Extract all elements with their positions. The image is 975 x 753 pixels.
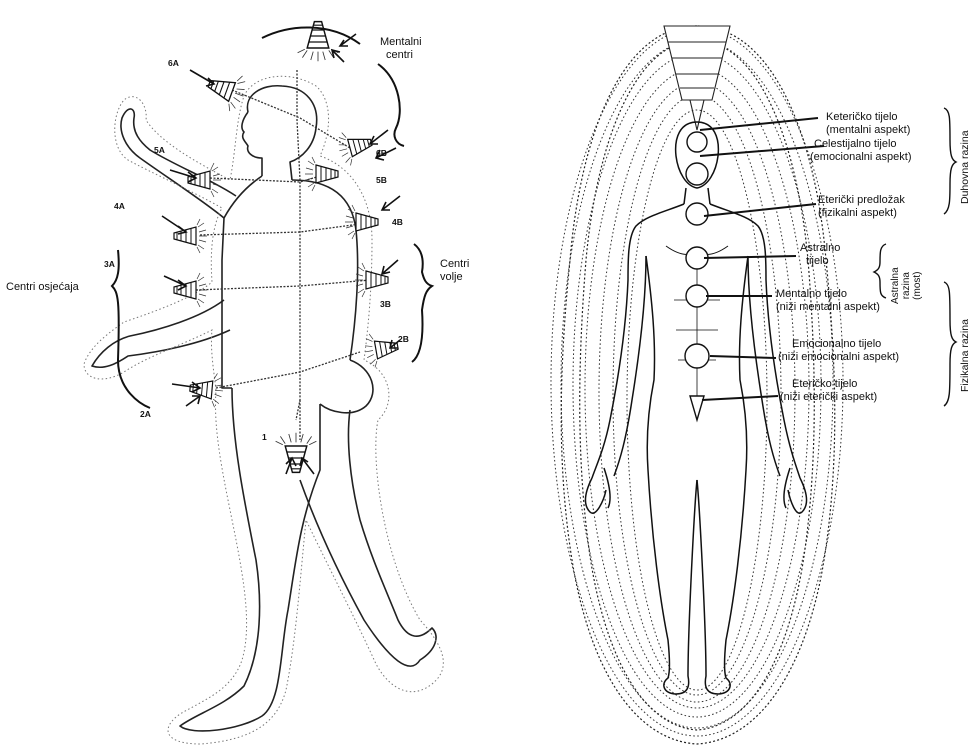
body-label-astral: Astralno tijelo — [800, 242, 840, 268]
chakra-code-6b: 6B — [376, 147, 387, 160]
body-label-mental: Mentalno tijelo (niži mentalni aspekt) — [776, 288, 880, 314]
body-label-emotional: Emocionalno tijelo (niži emocionalni asp… — [778, 338, 899, 364]
mental-centers-label: Mentalni centri — [380, 36, 422, 62]
chakra-code-2a: 2A — [140, 408, 151, 421]
chakra-code-4a: 4A — [114, 200, 125, 213]
chakra-code-5b: 5B — [376, 174, 387, 187]
body-label-celestial: Celestijalno tijelo (emocionalni aspekt) — [810, 138, 912, 164]
body-label-etheric-template: Eterički predložak (fizikalni aspekt) — [818, 194, 905, 220]
level-label-astral: Astralna razina (most) — [890, 267, 923, 304]
level-label-spiritual: Duhovna razina — [959, 130, 971, 204]
chakra-code-5a: 5A — [154, 144, 165, 157]
body-label-etheric: Eteričko tijelo (niži eterički aspekt) — [780, 378, 877, 404]
level-label-physical: Fizikalna razina — [959, 319, 971, 392]
chakra-code-3b: 3B — [380, 298, 391, 311]
will-centers-label: Centri volje — [440, 258, 469, 284]
body-label-ketheric: Keteričko tijelo (mentalni aspekt) — [826, 111, 910, 137]
chakra-code-6a: 6A — [168, 57, 179, 70]
left-aura-outline — [84, 76, 443, 744]
feeling-centers-label: Centri osjećaja — [6, 281, 79, 294]
chakra-code-3a: 3A — [104, 258, 115, 271]
chakra-code-4b: 4B — [392, 216, 403, 229]
chakra-code-2b: 2B — [398, 333, 409, 346]
crown-funnel — [664, 26, 730, 130]
chakra-code-1: 1 — [262, 431, 267, 444]
